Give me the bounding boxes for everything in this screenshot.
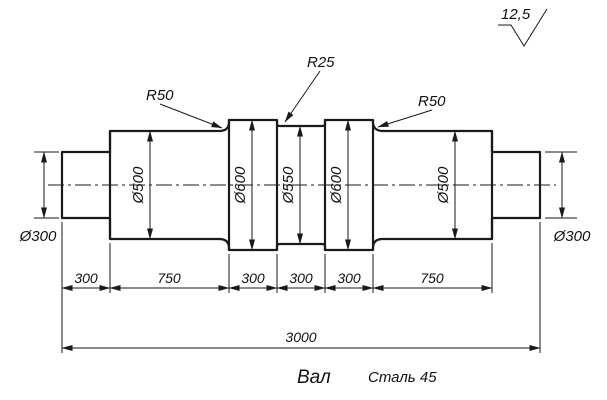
- length-label-seg-4: 300: [289, 270, 313, 286]
- roughness-check-icon: [498, 8, 548, 47]
- radius-label-middle: R25: [307, 54, 335, 71]
- radius-label-left: R50: [146, 87, 174, 104]
- length-dimension-lines: [61, 285, 541, 351]
- diameter-label-right-end: Ø300: [553, 228, 591, 245]
- diameter-dimension-lines: [41, 119, 565, 251]
- diameter-label-section-2: Ø600: [232, 166, 249, 204]
- diameter-label-section-4: Ø600: [328, 166, 345, 204]
- material-label: Сталь 45: [368, 369, 437, 386]
- length-label-seg-3: 300: [241, 270, 265, 286]
- roughness-value: 12,5: [501, 6, 531, 23]
- diameter-label-section-3: Ø550: [280, 166, 297, 204]
- radius-label-right: R50: [418, 93, 446, 110]
- length-label-seg-1: 300: [74, 270, 98, 286]
- diameter-label-section-1: Ø500: [130, 166, 147, 204]
- diameter-label-section-5: Ø500: [435, 166, 452, 204]
- diameter-label-left-end: Ø300: [19, 228, 57, 245]
- length-label-seg-2: 750: [157, 270, 181, 286]
- shaft-outline: [60, 118, 542, 252]
- surface-roughness-symbol: 12,5: [498, 6, 548, 47]
- part-name-title: Вал: [297, 367, 331, 388]
- extension-lines: [34, 151, 577, 353]
- length-label-seg-6: 750: [420, 270, 444, 286]
- length-label-seg-5: 300: [337, 270, 361, 286]
- total-length-label: 3000: [285, 329, 316, 345]
- radius-leader-lines: [159, 70, 433, 129]
